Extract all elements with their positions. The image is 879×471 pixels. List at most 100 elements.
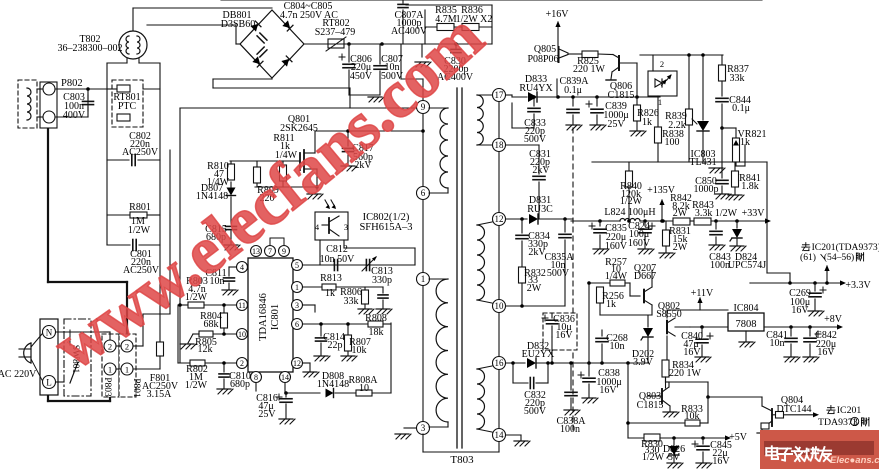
svg-text:C804~C805: C804~C805 bbox=[284, 1, 333, 12]
svg-text:T802: T802 bbox=[79, 34, 100, 45]
svg-text:SW801: SW801 bbox=[70, 345, 80, 374]
svg-text:120k: 120k bbox=[621, 189, 641, 200]
svg-text:10: 10 bbox=[359, 383, 369, 394]
svg-text:D831: D831 bbox=[529, 195, 551, 206]
svg-text:C269: C269 bbox=[789, 288, 811, 299]
svg-text:500V: 500V bbox=[547, 268, 570, 279]
svg-text:2SK2645: 2SK2645 bbox=[280, 123, 318, 134]
svg-text:4.7M: 4.7M bbox=[435, 14, 457, 25]
svg-text:IC804: IC804 bbox=[734, 303, 759, 314]
svg-text:VR821: VR821 bbox=[738, 129, 767, 140]
svg-text:1/2W: 1/2W bbox=[642, 452, 665, 463]
svg-text:33k: 33k bbox=[730, 73, 745, 84]
svg-text:18k: 18k bbox=[369, 327, 384, 338]
svg-text:100: 100 bbox=[665, 137, 680, 148]
svg-text:R837: R837 bbox=[727, 64, 749, 75]
svg-text:+5V: +5V bbox=[729, 432, 748, 443]
svg-text:Q207: Q207 bbox=[634, 263, 656, 274]
svg-text:100n: 100n bbox=[64, 101, 84, 112]
svg-text:C801: C801 bbox=[130, 249, 152, 260]
svg-text:1/4W: 1/4W bbox=[207, 177, 230, 188]
svg-text:2W: 2W bbox=[673, 208, 688, 219]
svg-text:R813: R813 bbox=[320, 273, 342, 284]
svg-text:PTC: PTC bbox=[118, 101, 137, 112]
svg-text:R807: R807 bbox=[349, 337, 371, 348]
svg-text:+8V: +8V bbox=[824, 314, 843, 325]
svg-text:10n 50V: 10n 50V bbox=[320, 254, 356, 265]
svg-text:P801: P801 bbox=[131, 378, 141, 398]
svg-text:100μ: 100μ bbox=[629, 229, 649, 240]
svg-text:47: 47 bbox=[214, 169, 224, 180]
svg-text:R801: R801 bbox=[129, 202, 151, 213]
svg-text:1N4148: 1N4148 bbox=[196, 191, 228, 202]
svg-text:C832: C832 bbox=[524, 390, 546, 401]
svg-text:1: 1 bbox=[295, 283, 299, 292]
svg-text:D3SB60: D3SB60 bbox=[221, 19, 255, 30]
svg-text:10: 10 bbox=[611, 264, 621, 275]
svg-text:C839A: C839A bbox=[560, 76, 590, 87]
svg-text:16V: 16V bbox=[817, 347, 835, 358]
svg-text:RT801: RT801 bbox=[113, 92, 140, 103]
svg-text:C817: C817 bbox=[352, 143, 374, 154]
svg-text:10k: 10k bbox=[352, 345, 367, 356]
svg-text:330: 330 bbox=[645, 445, 660, 456]
svg-text:R834: R834 bbox=[672, 360, 694, 371]
svg-text:3.9V: 3.9V bbox=[633, 357, 654, 368]
svg-text:R835: R835 bbox=[435, 5, 457, 16]
svg-text:5V: 5V bbox=[668, 452, 681, 463]
svg-text:220μ: 220μ bbox=[606, 232, 626, 243]
svg-text:D832: D832 bbox=[527, 341, 549, 352]
svg-text:2.2k: 2.2k bbox=[668, 120, 686, 131]
svg-text:1/4W: 1/4W bbox=[275, 150, 298, 161]
svg-text:1M: 1M bbox=[189, 372, 203, 383]
svg-text:10μ: 10μ bbox=[556, 322, 571, 333]
svg-text:L824 100μH: L824 100μH bbox=[604, 207, 655, 218]
svg-text:R836: R836 bbox=[461, 5, 483, 16]
svg-text:14: 14 bbox=[281, 373, 289, 382]
svg-text:2kV: 2kV bbox=[354, 160, 372, 171]
svg-text:0.1μ: 0.1μ bbox=[732, 103, 750, 114]
svg-text:D807: D807 bbox=[201, 183, 223, 194]
svg-text:160V: 160V bbox=[628, 238, 651, 249]
svg-text:R806: R806 bbox=[340, 287, 362, 298]
svg-text:R841: R841 bbox=[739, 173, 761, 184]
svg-text:12: 12 bbox=[293, 359, 301, 368]
svg-text:C806: C806 bbox=[350, 54, 372, 65]
svg-text:T803: T803 bbox=[450, 454, 474, 466]
svg-text:DB801: DB801 bbox=[223, 10, 252, 21]
svg-text:330p: 330p bbox=[372, 275, 392, 286]
svg-text:8.2k: 8.2k bbox=[672, 201, 690, 212]
svg-text:12k: 12k bbox=[198, 344, 213, 355]
svg-text:6: 6 bbox=[421, 188, 426, 198]
svg-text:1k: 1k bbox=[280, 141, 290, 152]
svg-text:C810: C810 bbox=[229, 371, 251, 382]
svg-text:+33V: +33V bbox=[742, 208, 766, 219]
svg-text:N: N bbox=[46, 328, 53, 338]
svg-text:C835A: C835A bbox=[545, 252, 575, 263]
svg-text:C838: C838 bbox=[598, 368, 620, 379]
svg-text:P802: P802 bbox=[61, 78, 83, 89]
svg-text:100μ: 100μ bbox=[790, 297, 810, 308]
svg-text:C833: C833 bbox=[524, 118, 546, 129]
svg-text:L: L bbox=[46, 378, 52, 388]
svg-text:220 1W: 220 1W bbox=[669, 368, 702, 379]
svg-text:IC201: IC201 bbox=[837, 405, 862, 416]
svg-text:R808A: R808A bbox=[349, 375, 379, 386]
svg-text:100n: 100n bbox=[560, 424, 580, 435]
svg-text:8: 8 bbox=[254, 373, 258, 382]
svg-text:10: 10 bbox=[238, 330, 246, 339]
svg-text:500V: 500V bbox=[524, 406, 547, 417]
svg-text:IC802(1/2): IC802(1/2) bbox=[363, 212, 410, 223]
svg-text:2200p: 2200p bbox=[444, 64, 469, 75]
svg-text:R843: R843 bbox=[692, 200, 714, 211]
svg-text:C839: C839 bbox=[605, 101, 627, 112]
svg-text:2kV: 2kV bbox=[528, 247, 546, 258]
svg-text:9: 9 bbox=[282, 247, 286, 256]
svg-text:AC250V: AC250V bbox=[123, 265, 160, 276]
svg-text:1000p: 1000p bbox=[694, 184, 719, 195]
svg-text:220p: 220p bbox=[525, 126, 545, 137]
svg-text:220p: 220p bbox=[525, 398, 545, 409]
svg-text:R838: R838 bbox=[662, 129, 684, 140]
svg-text:C844: C844 bbox=[729, 95, 751, 106]
svg-text:C845: C845 bbox=[710, 440, 732, 451]
